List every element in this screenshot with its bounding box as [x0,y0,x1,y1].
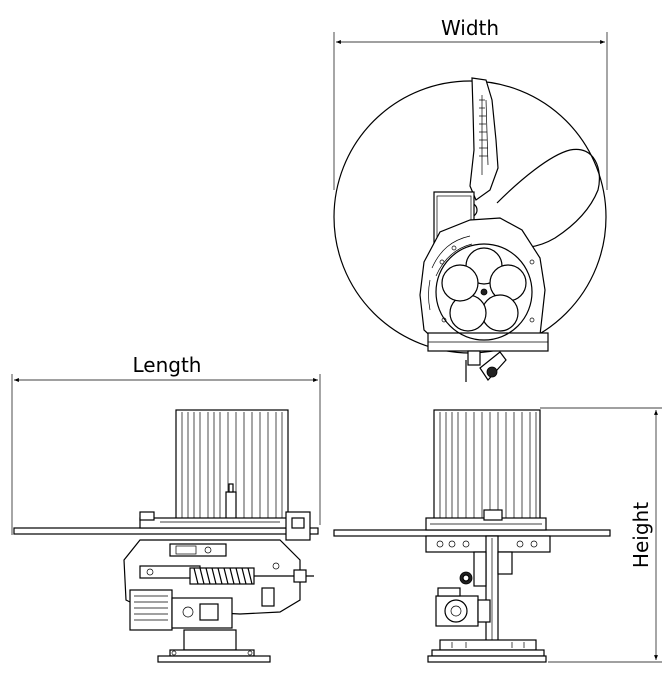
height-dimension: Height [540,407,662,663]
front-cylinder-stack [175,409,289,521]
front-view: Length [11,353,321,663]
length-label: Length [133,353,202,377]
teardrop-cutout [496,148,600,249]
front-platter [13,511,319,541]
width-label: Width [441,16,499,40]
side-frame [425,535,551,657]
side-cylinder-stack [433,409,541,523]
side-gear-motor [435,587,491,627]
side-base [427,639,547,663]
mechanism-body [419,191,549,382]
length-dimension: Length [11,353,321,535]
side-view: Height [333,407,662,663]
top-view: Width [333,16,608,382]
front-base [157,629,271,663]
height-label: Height [629,502,653,568]
front-motor [129,589,233,631]
width-dimension: Width [333,16,608,190]
spring [189,567,255,585]
